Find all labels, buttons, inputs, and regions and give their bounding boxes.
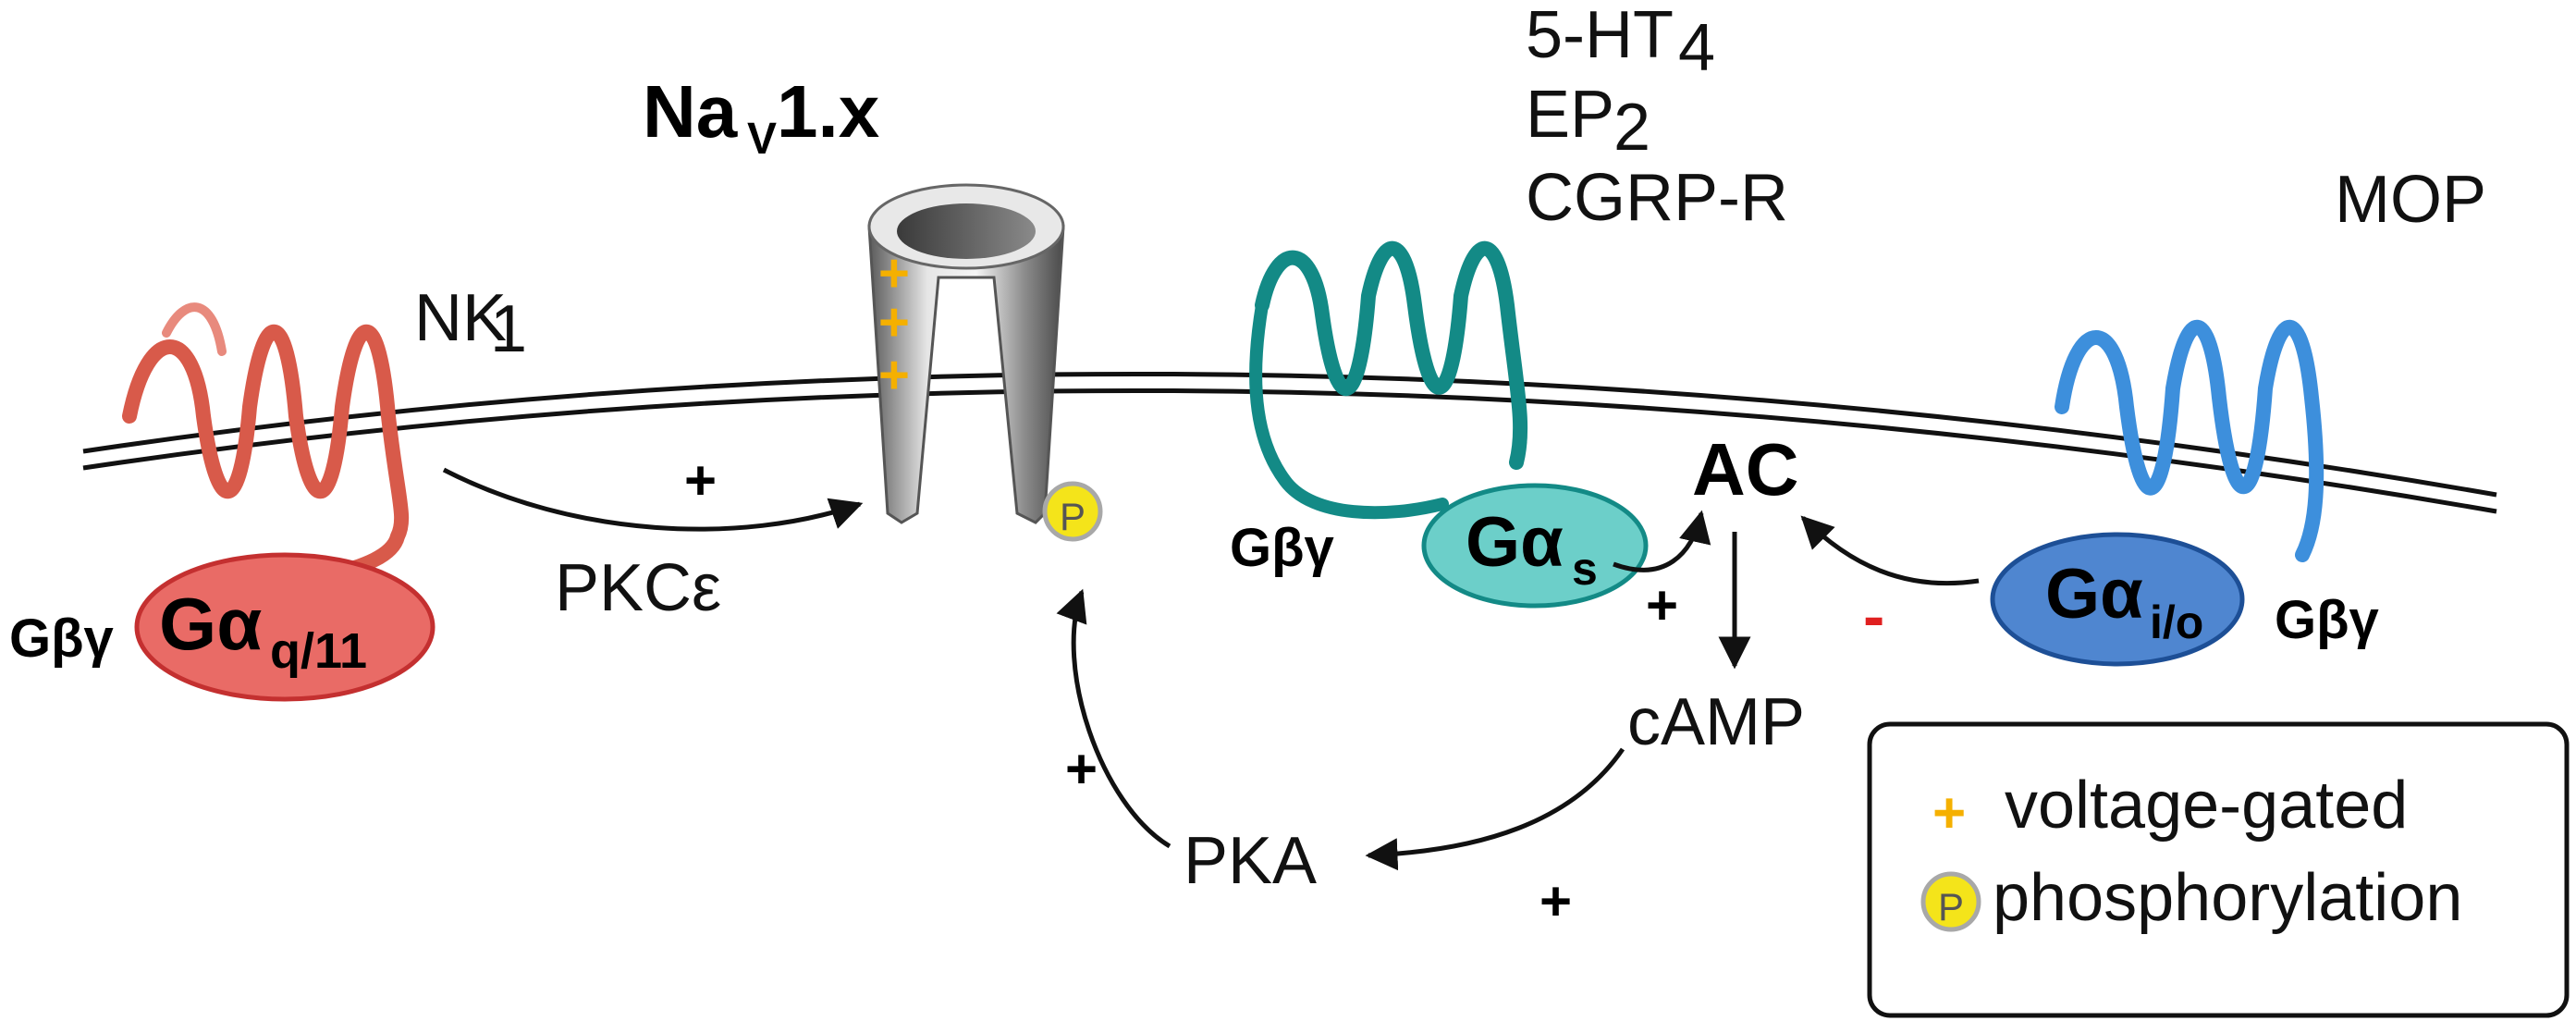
pka-label: PKA xyxy=(1184,824,1317,898)
legend-phospho-label: phosphorylation xyxy=(1993,861,2462,935)
gbg-left-label: Gβγ xyxy=(9,609,115,669)
ep2-subscript: 2 xyxy=(1613,91,1650,165)
legend-voltage-icon: + xyxy=(1932,781,1966,845)
galpha-q11-label: Gα xyxy=(159,583,262,665)
galpha-io-label: Gα xyxy=(2045,555,2143,634)
nk1-to-nav-arrow xyxy=(442,467,864,532)
galpha-s[interactable]: Gα s xyxy=(1421,483,1649,609)
nk1-receptor[interactable] xyxy=(122,302,410,609)
legend: + voltage-gated P phosphorylation xyxy=(1867,721,2570,1018)
nav-title: Na xyxy=(643,70,738,153)
legend-phospho-icon xyxy=(1920,871,1981,932)
camp-label: cAMP xyxy=(1627,685,1805,759)
gs-plus-sign: + xyxy=(1646,574,1678,636)
galpha-q11[interactable]: Gα q/11 xyxy=(134,552,435,702)
ep2-label: EP xyxy=(1526,78,1614,152)
cell-membrane xyxy=(82,371,2497,514)
nk1-label: NK xyxy=(414,281,507,355)
phosphorylation-site: P xyxy=(1042,481,1103,542)
ht4-label: 5-HT xyxy=(1526,0,1674,72)
nav-channel[interactable] xyxy=(867,183,1065,524)
legend-voltage-label: voltage-gated xyxy=(2005,769,2408,843)
mop-label: MOP xyxy=(2335,163,2486,237)
ht4-subscript: 4 xyxy=(1678,11,1715,85)
gi-to-ac-arrow xyxy=(1800,515,1980,586)
legend-phospho-letter: P xyxy=(1938,885,1964,929)
gs-receptor-names: 5-HT 4 EP 2 CGRP-R xyxy=(1526,0,1788,235)
nav-suffix: 1.x xyxy=(777,70,879,153)
cgrp-label: CGRP-R xyxy=(1526,161,1788,235)
pka-plus-sign: + xyxy=(1065,738,1098,800)
galpha-s-label: Gα xyxy=(1466,503,1564,582)
phospho-p-letter: P xyxy=(1060,495,1086,538)
galpha-s-subscript: s xyxy=(1572,543,1598,595)
nav-subscript: V xyxy=(747,115,777,164)
gi-minus-sign: - xyxy=(1863,580,1884,652)
pkc-plus-sign: + xyxy=(684,449,717,511)
voltage-plus-2: + xyxy=(878,292,910,352)
mop-receptor[interactable] xyxy=(2055,319,2325,562)
camp-to-pka-arrow xyxy=(1365,747,1625,871)
pka-to-nav-arrow xyxy=(1056,588,1171,849)
voltage-plus-1: + xyxy=(878,243,910,303)
gs-to-ac-arrow xyxy=(1613,510,1711,572)
camp-plus-sign: + xyxy=(1539,870,1572,932)
galpha-io-subscript: i/o xyxy=(2150,597,2203,648)
gbg-right-label: Gβγ xyxy=(2275,590,2380,650)
galpha-io[interactable]: Gα i/o xyxy=(1990,532,2245,667)
voltage-sensor-plus-marks: + + + xyxy=(878,243,910,405)
voltage-plus-3: + xyxy=(878,345,910,405)
nk1-subscript: 1 xyxy=(490,292,527,366)
ac-label: AC xyxy=(1692,428,1799,511)
galpha-q11-subscript: q/11 xyxy=(270,623,367,679)
pkce-label: PKCε xyxy=(555,551,721,625)
gs-receptor[interactable] xyxy=(1249,240,1528,520)
gbg-middle-label: Gβγ xyxy=(1230,518,1335,578)
